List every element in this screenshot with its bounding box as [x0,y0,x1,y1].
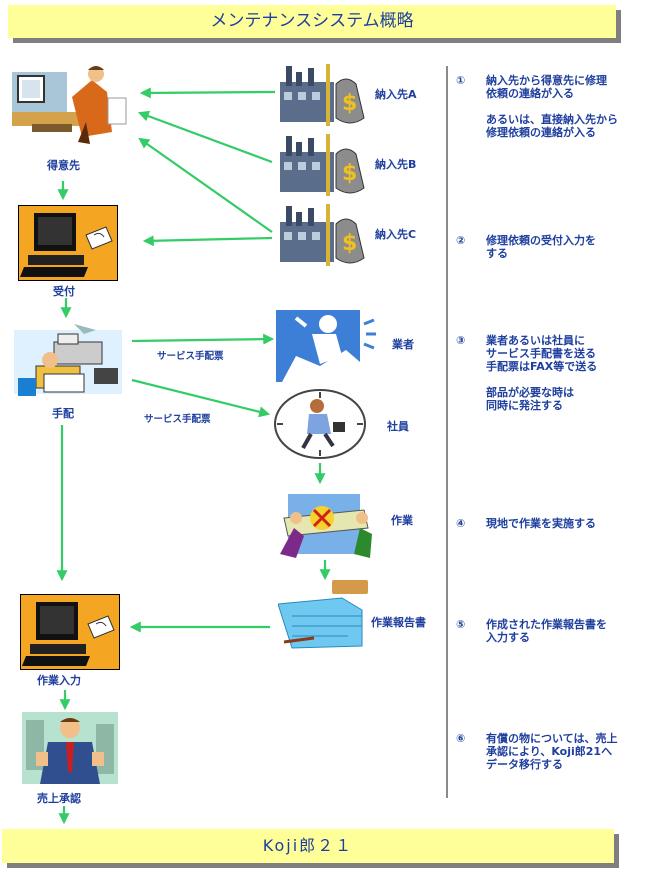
node-label-supplier-a: 納入先A [375,88,417,101]
arrow-supplier-c-to-reception [142,235,273,247]
computer-monitor-icon [19,593,121,671]
arrow-arrangement-to-contractor [131,333,275,345]
edge-label-to-contractor: サービス手配票 [157,351,224,362]
page-title: メンテナンスシステム概略 [210,11,414,31]
step-1-number: ① [456,74,466,87]
clock-businessman-icon [273,388,367,460]
report-folder-icon [277,576,368,650]
businessman-approval-icon [22,712,118,784]
arrow-supplier-c-to-customer [138,137,273,233]
title-banner: メンテナンスシステム概略 [8,5,616,38]
step-1-text: 納入先から得意先に修理 依頼の連絡が入る あるいは、直接納入先から 修理依頼の連… [486,74,618,139]
fax-office-icon [14,320,122,402]
svg-text:$: $ [342,231,357,256]
factory-money-bag-icon: $ [280,204,368,268]
factory-money-bag-icon: $ [280,64,368,128]
step-3-number: ③ [456,334,466,347]
arrow-supplier-a-to-customer [139,87,276,99]
step-5-text: 作成された作業報告書を 入力する [486,618,607,644]
column-divider [446,66,448,798]
workers-carrying-machine-icon [274,488,380,560]
factory-money-bag-icon: $ [280,134,368,198]
step-3-text: 業者あるいは社員に サービス手配書を送る 手配票はFAX等で送る 部品が必要な時… [486,334,598,412]
arrow-supplier-b-to-customer [137,110,273,164]
node-label-work-input: 作業入力 [37,674,81,687]
step-6-text: 有償の物については、売上 承認により、Koji郎21へ データ移行する [486,732,618,771]
node-label-supplier-c: 納入先C [375,228,417,241]
node-label-work-report: 作業報告書 [371,616,426,629]
svg-text:$: $ [342,161,357,186]
node-label-sales-approval: 売上承認 [37,792,81,805]
step-2-number: ② [456,234,466,247]
node-label-employee: 社員 [387,420,409,433]
node-label-contractor: 業者 [392,338,414,351]
node-label-customer: 得意先 [47,159,80,172]
edge-label-to-employee: サービス手配票 [144,414,211,425]
node-label-arrangement: 手配 [52,407,74,420]
businesswoman-at-desk-icon [12,62,130,150]
footer-system-name: Koji郎２１ [262,836,354,855]
node-label-work: 作業 [391,514,413,527]
arrow-arrangement-to-employee [131,378,271,418]
worker-silhouette-icon [276,306,380,384]
step-6-number: ⑥ [456,732,466,745]
step-4-number: ④ [456,517,466,530]
computer-monitor-icon [17,204,119,282]
step-5-number: ⑤ [456,618,466,631]
step-4-text: 現地で作業を実施する [486,517,596,530]
node-label-reception: 受付 [53,285,75,298]
svg-text:$: $ [342,91,357,116]
node-label-supplier-b: 納入先B [375,158,417,171]
footer-banner: Koji郎２１ [2,829,614,863]
step-2-text: 修理依頼の受付入力を する [486,234,596,260]
